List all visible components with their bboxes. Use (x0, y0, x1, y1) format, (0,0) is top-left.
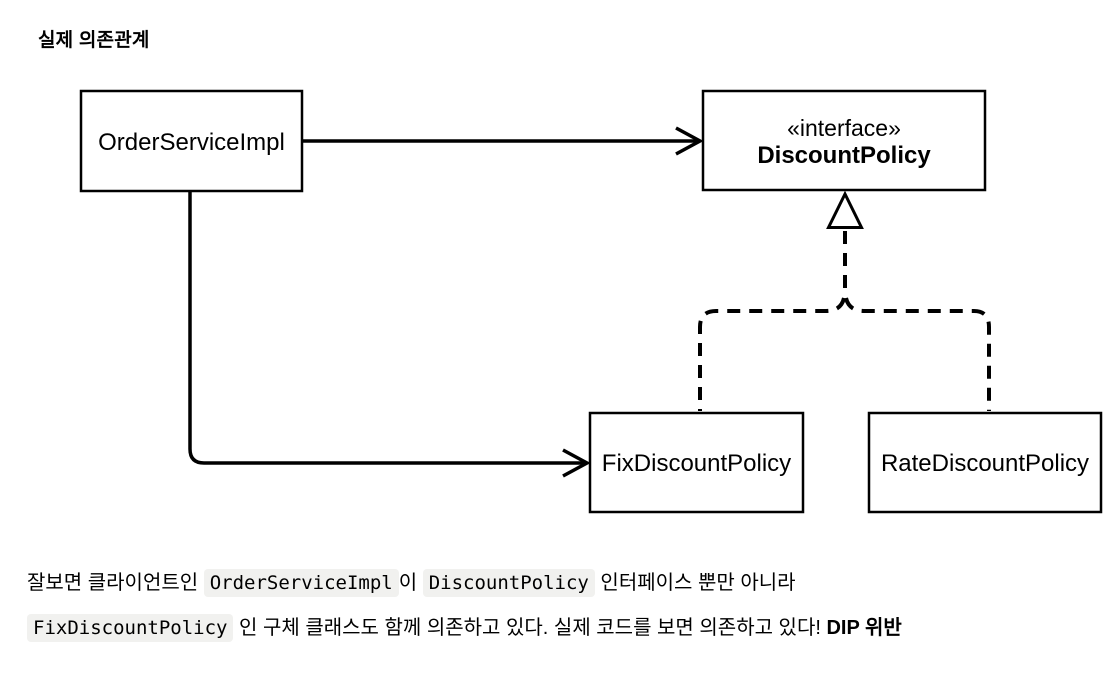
dependency-arrow-orderservice-to-fixdiscountpolicy (188, 191, 591, 478)
node-fix-discount-policy-label: FixDiscountPolicy (602, 450, 791, 477)
node-discount-policy-stereotype: «interface» (787, 115, 901, 141)
hollow-triangle-arrowhead-icon (826, 190, 864, 229)
uml-dependency-diagram: OrderServiceImpl «interface» DiscountPol… (79, 89, 1103, 514)
node-discount-policy-label: DiscountPolicy (757, 142, 931, 169)
node-discount-policy-box (701, 89, 987, 192)
node-rate-discount-policy-box (867, 411, 1103, 514)
inline-code-fixdiscountpolicy: FixDiscountPolicy (27, 614, 234, 642)
realization-line-fixdiscountpolicy (698, 297, 846, 411)
dependency-arrow-elbow-line (188, 191, 584, 465)
node-order-service-impl: OrderServiceImpl (79, 89, 304, 193)
dip-violation-bold-text: DIP 위반 (826, 617, 902, 639)
inline-code-orderserviceimpl: OrderServiceImpl (203, 569, 399, 597)
node-rate-discount-policy: RateDiscountPolicy (867, 411, 1103, 514)
paragraph-line-2: FixDiscountPolicy 인 구체 클래스도 함께 의존하고 있다. … (27, 606, 1097, 651)
inline-code-discountpolicy: DiscountPolicy (422, 569, 595, 597)
node-discount-policy: «interface» DiscountPolicy (701, 89, 987, 192)
dependency-arrow-orderservice-to-discountpolicy (302, 126, 704, 156)
text-run: 이 (398, 572, 423, 594)
node-fix-discount-policy-box (588, 411, 805, 514)
realization-dashed-lines (698, 231, 991, 411)
text-run: 인 구체 클래스도 함께 의존하고 있다. 실제 코드를 보면 의존하고 있다! (233, 617, 827, 639)
text-run: 잘보면 클라이언트인 (27, 572, 204, 594)
page-title: 실제 의존관계 (38, 30, 150, 51)
open-arrowhead-icon (562, 448, 591, 478)
node-order-service-impl-label: OrderServiceImpl (98, 129, 285, 156)
open-arrowhead-icon (675, 126, 704, 156)
text-run: 인터페이스 뿐만 아니라 (594, 572, 796, 594)
realization-line-ratediscountpolicy (844, 297, 991, 411)
node-fix-discount-policy: FixDiscountPolicy (588, 411, 805, 514)
node-rate-discount-policy-label: RateDiscountPolicy (881, 450, 1089, 477)
